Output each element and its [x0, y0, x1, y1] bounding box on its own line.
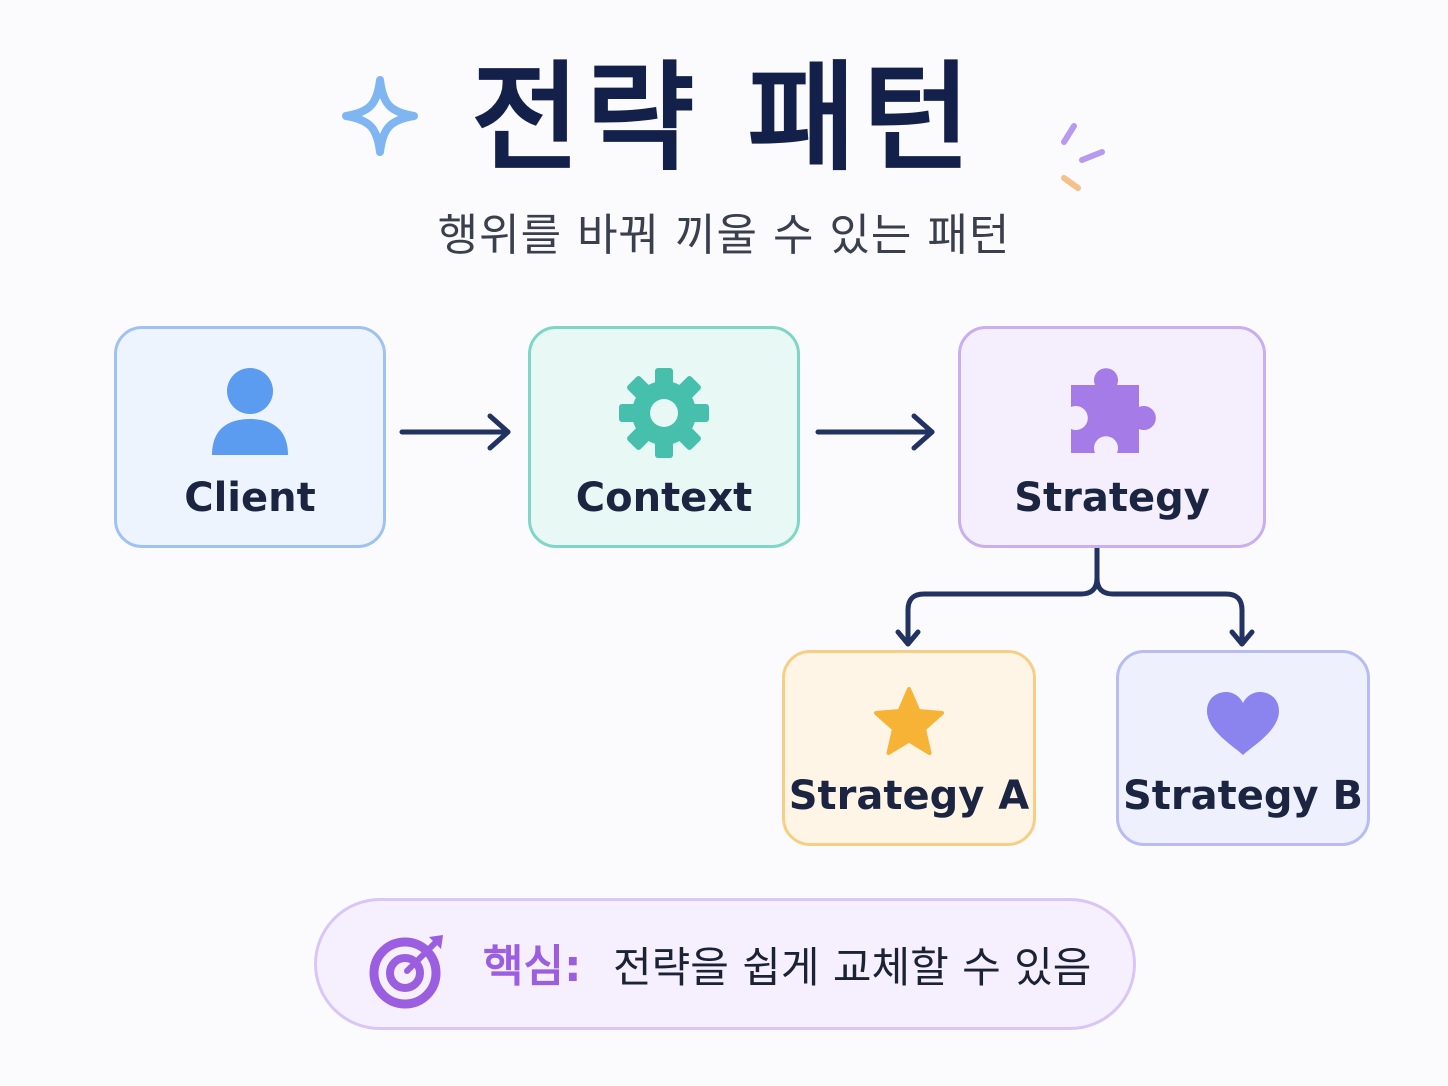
node-client-label: Client [184, 475, 316, 521]
keypoint-callout: 핵심: 전략을 쉽게 교체할 수 있음 [314, 898, 1136, 1030]
page-subtitle: 행위를 바꿔 끼울 수 있는 패턴 [437, 210, 1011, 261]
node-client: Client [114, 326, 386, 548]
heart-icon [1207, 692, 1279, 755]
gear-icon [619, 368, 709, 458]
page-title: 전략 패턴 [471, 49, 977, 187]
node-strategy: Strategy [958, 326, 1266, 548]
node-strategy-b: Strategy B [1116, 650, 1370, 846]
keypoint-label: 핵심: [483, 941, 582, 992]
puzzle-icon [1071, 368, 1156, 453]
arrow-context-to-strategy [815, 413, 935, 451]
user-icon [212, 368, 288, 455]
star-icon [874, 687, 944, 755]
node-strategy-label: Strategy [1014, 475, 1210, 521]
keypoint-text: 전략을 쉽게 교체할 수 있음 [613, 943, 1092, 992]
node-strategy-a-label: Strategy A [788, 773, 1030, 819]
node-strategy-a: Strategy A [782, 650, 1036, 846]
node-context-label: Context [575, 475, 753, 521]
node-strategy-b-label: Strategy B [1122, 773, 1364, 819]
sparkle-icon [342, 76, 418, 156]
node-context: Context [528, 326, 800, 548]
arrow-client-to-context [399, 413, 511, 451]
target-icon [369, 935, 443, 1009]
sparkle-lines-icon [1061, 123, 1105, 191]
branch-strategy-to-implementations [895, 545, 1255, 647]
